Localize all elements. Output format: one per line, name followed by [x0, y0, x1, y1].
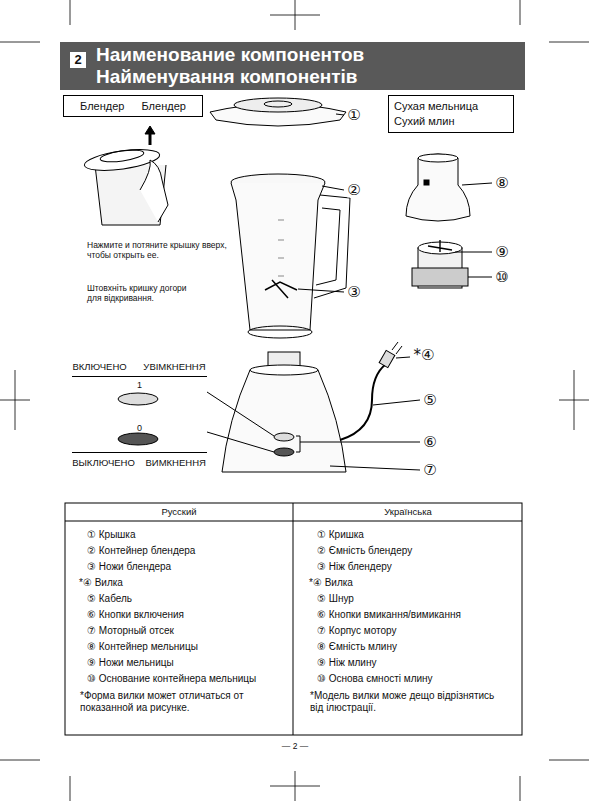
table-cell: ③ Ніж блендеру — [317, 561, 392, 573]
table-cell: ⑧ Ємність млину — [317, 641, 397, 653]
table-cell: ⑦ Моторный отсек — [87, 625, 174, 637]
section-box: Сухая мельницаСухий млин — [388, 95, 514, 133]
callout-number: ① — [347, 108, 360, 123]
table-cell: ① Кришка — [317, 529, 364, 541]
callout-number: ⑥ — [423, 435, 436, 450]
table-cell: ⑥ Кнопки включения — [87, 609, 184, 621]
table-cell: ⑨ Ніж млину — [317, 657, 376, 669]
table-cell: ⑩ Основание контейнера мельницы — [87, 673, 256, 685]
section-title: Наименование компонентов Найменування ко… — [96, 44, 436, 88]
section-number: 2 — [74, 52, 81, 68]
table-cell: ⑤ Кабель — [87, 593, 132, 605]
page-number: — 2 — — [282, 741, 308, 751]
callout-number: ⑩ — [495, 270, 508, 285]
callout-number: ⑧ — [495, 176, 508, 191]
node-text: 0 — [72, 423, 207, 434]
table-cell: ① Крышка — [87, 529, 136, 541]
table-cell: ③ Ножи блендера — [87, 561, 171, 573]
instruction-text: Штовхніть кришку догори для відкривання. — [87, 283, 197, 303]
table-cell: *④ Вилка — [309, 577, 353, 589]
section-box: Блендер Блендер — [63, 95, 203, 117]
instruction-text: Нажмите и потяните крышку вверх, чтобы о… — [87, 240, 227, 260]
node-text: Блендер Блендер — [64, 100, 202, 113]
node-text: Сухий млин — [394, 115, 455, 128]
switch-inset: 10 — [72, 376, 207, 453]
switch-label: ВЫКЛЮЧЕНО ВИМКНЕННЯ — [72, 457, 206, 468]
footnote: *Форма вилки может отличаться от показан… — [80, 690, 270, 714]
callout-number: ⑨ — [495, 245, 508, 260]
table-cell: ⑤ Шнур — [317, 593, 354, 605]
table-cell: ⑥ Кнопки вмикання/вимикання — [317, 609, 461, 621]
callout-number: ② — [347, 183, 360, 198]
table-cell: ⑦ Корпус мотору — [317, 625, 396, 637]
callout-number: ③ — [347, 285, 360, 300]
table-cell: ⑨ Ножи мельницы — [87, 657, 174, 669]
table-cell: ② Контейнер блендера — [87, 545, 195, 557]
callout-number: *④ — [414, 348, 435, 363]
callout-number: ⑦ — [423, 463, 436, 478]
table-header: Українська — [384, 506, 432, 517]
table-cell: ② Ємність блендеру — [317, 545, 412, 557]
table-cell: ⑩ Основа ємності млину — [317, 673, 433, 685]
table-cell: *④ Вилка — [79, 577, 123, 589]
footnote: *Модель вилки може дещо відрізнятись від… — [310, 690, 505, 714]
table-cell: ⑧ Контейнер мельницы — [87, 641, 198, 653]
table-header: Русский — [161, 506, 196, 517]
node-text: Сухая мельница — [394, 100, 478, 113]
node-text: 1 — [72, 380, 207, 391]
callout-number: ⑤ — [423, 393, 436, 408]
switch-label: ВКЛЮЧЕНО УВІМКНЕННЯ — [72, 361, 205, 372]
